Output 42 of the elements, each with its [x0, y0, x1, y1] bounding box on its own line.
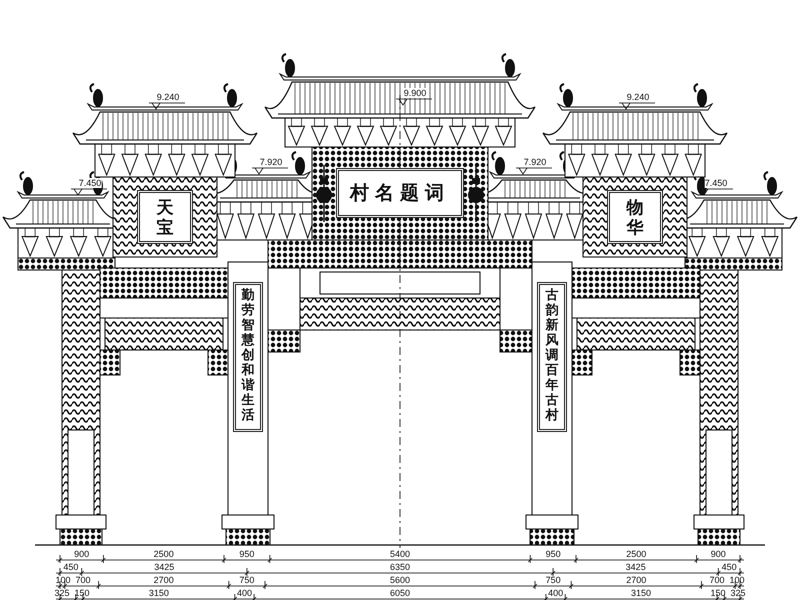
dimension-value: 325: [730, 588, 746, 598]
name-plaque: 村名题词: [336, 168, 464, 218]
dimension-value: 3150: [148, 588, 169, 598]
inscription-plaque: 物华: [607, 190, 663, 244]
dimension-value: 450: [63, 562, 78, 572]
dimension-value: 5400: [390, 549, 410, 559]
dimension-value: 5600: [390, 575, 410, 585]
dimension-value: 100: [55, 575, 71, 585]
dimension-value: 450: [722, 562, 737, 572]
dimension-value: 950: [546, 549, 561, 559]
dimension-value: 3425: [626, 562, 646, 572]
dimension-value: 2500: [154, 549, 174, 559]
dimension-value: 2500: [626, 549, 646, 559]
dimension-value: 900: [74, 549, 90, 559]
dimension-value: 400: [236, 588, 252, 598]
dimension-value: 950: [239, 549, 254, 559]
dimension-value: 3425: [154, 562, 174, 572]
elevation-label: 9.240: [626, 92, 650, 102]
elevation-label: 7.920: [260, 157, 282, 167]
elevation-label: 7.450: [78, 178, 102, 188]
dimension-value: 400: [548, 588, 564, 598]
dimension-value: 6050: [390, 588, 410, 598]
dimension-value: 6350: [390, 562, 410, 572]
dimension-value: 2700: [154, 575, 174, 585]
dimension-value: 150: [710, 588, 726, 598]
dimension-value: 700: [75, 575, 91, 585]
dimension-value: 900: [710, 549, 726, 559]
couplet-panel: 古韵新风调百年古村: [537, 282, 567, 432]
elevation-label: 9.240: [156, 92, 180, 102]
elevation-label: 9.900: [404, 88, 426, 98]
dimension-value: 150: [74, 588, 90, 598]
couplet-panel: 勤劳智慧创和谐生活: [233, 282, 263, 432]
dimension-value: 2700: [626, 575, 646, 585]
dimension-value: 325: [54, 588, 70, 598]
dimension-value: 750: [239, 575, 254, 585]
elevation-label: 7.450: [704, 178, 728, 188]
dimension-value: 3150: [630, 588, 652, 598]
inscription-plaque: 天宝: [137, 190, 193, 244]
dimension-value: 750: [546, 575, 561, 585]
dimension-value: 100: [729, 575, 745, 585]
elevation-label: 7.920: [524, 157, 546, 167]
dimension-value: 700: [709, 575, 725, 585]
